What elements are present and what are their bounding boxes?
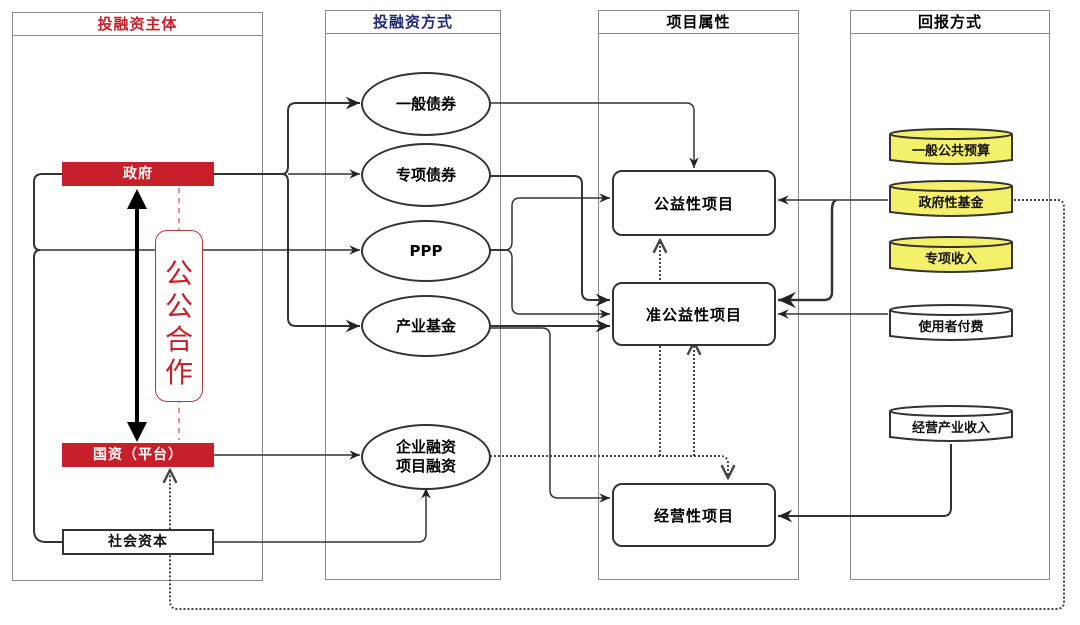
arrow-govfund-to-quasi xyxy=(778,198,837,308)
return-operating-income-label: 经营产业收入 xyxy=(911,421,990,436)
column-title-attributes: 项目属性 xyxy=(599,11,798,34)
arrow-social-to-enterprise xyxy=(214,488,431,543)
arrow-opincome-to-operating xyxy=(778,444,952,523)
return-user-fee: 使用者付费 xyxy=(888,302,1014,344)
return-special-income-label: 专项收入 xyxy=(924,252,977,267)
return-gov-fund: 政府性基金 xyxy=(888,178,1014,220)
method-general-bond: 一般债券 xyxy=(361,72,491,136)
cylinder-icon xyxy=(889,236,1013,273)
dotted-enterprise-to-operating xyxy=(490,455,728,478)
entity-government: 政府 xyxy=(62,162,214,186)
arrow-special-bond-to-quasi xyxy=(490,175,610,307)
project-operating: 经营性项目 xyxy=(612,483,776,547)
column-title-returns: 回报方式 xyxy=(851,11,1049,34)
cylinder-icon xyxy=(889,304,1013,341)
line-left-bracket xyxy=(33,173,64,543)
method-ppp: PPP xyxy=(361,220,491,282)
dotted-govfund-loop xyxy=(170,199,1065,610)
project-quasi-public-welfare: 准公益性项目 xyxy=(612,282,776,346)
ppp-char-3: 合 xyxy=(164,323,193,356)
return-general-budget-label: 一般公共预算 xyxy=(911,144,990,159)
ppp-char-2: 公 xyxy=(164,290,193,323)
cylinder-icon xyxy=(889,180,1013,217)
entity-state-capital: 国资（平台） xyxy=(62,443,214,467)
public-public-cooperation-label: 公 公 合 作 xyxy=(155,230,203,402)
ppp-char-1: 公 xyxy=(164,257,193,290)
line-bracket-general-bond xyxy=(281,102,297,327)
arrow-fund-to-operating xyxy=(490,327,610,503)
return-user-fee-label: 使用者付费 xyxy=(918,320,984,335)
return-general-budget: 一般公共预算 xyxy=(888,126,1014,168)
ppp-char-4: 作 xyxy=(164,356,193,389)
column-title-subjects: 投融资主体 xyxy=(13,13,262,36)
method-industry-fund: 产业基金 xyxy=(361,295,491,357)
project-financing-label: 项目融资 xyxy=(395,457,456,475)
cylinder-icon xyxy=(889,405,1013,442)
entity-social-capital: 社会资本 xyxy=(62,529,214,555)
enterprise-financing-label: 企业融资 xyxy=(395,438,456,456)
return-gov-fund-label: 政府性基金 xyxy=(918,196,984,211)
method-special-bond: 专项债券 xyxy=(361,143,491,207)
return-operating-income: 经营产业收入 xyxy=(888,403,1014,445)
arrow-ppp-to-quasi xyxy=(504,249,610,319)
return-special-income: 专项收入 xyxy=(888,234,1014,276)
project-public-welfare: 公益性项目 xyxy=(612,170,776,236)
method-enterprise-project-financing: 企业融资 项目融资 xyxy=(361,424,491,490)
cylinder-icon xyxy=(889,128,1013,165)
column-title-methods: 投融资方式 xyxy=(326,11,500,34)
arrow-general-bond-to-public xyxy=(490,102,699,168)
arrow-ppp-to-public xyxy=(504,193,610,251)
